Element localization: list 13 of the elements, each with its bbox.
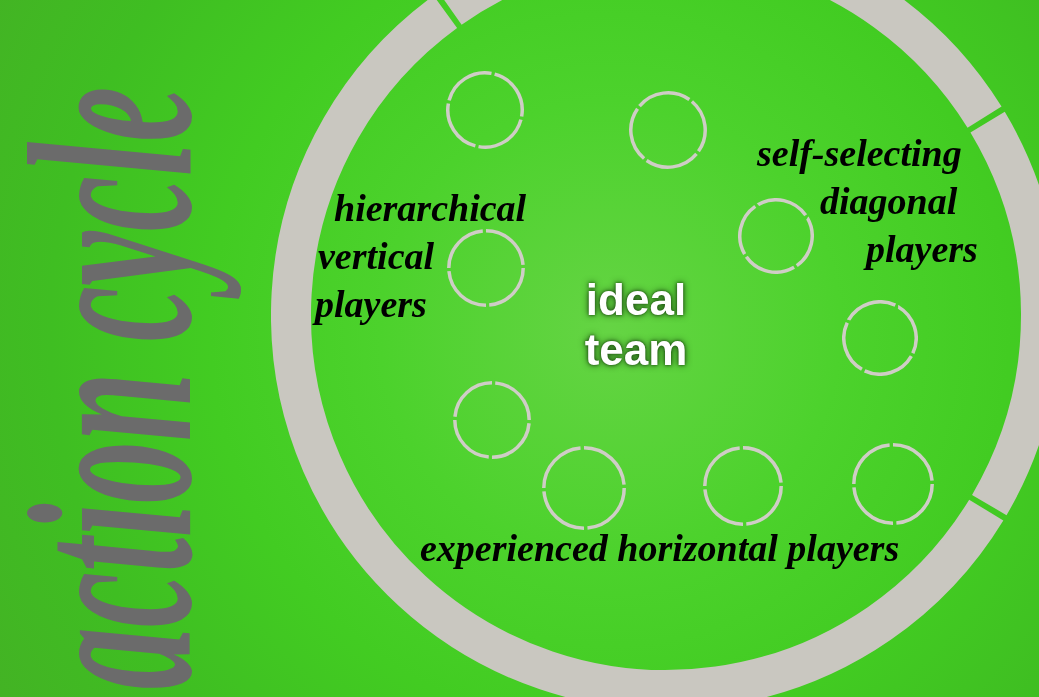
- vertical-title: action cycle: [7, 85, 242, 692]
- circle-outline: [738, 198, 814, 274]
- center-label: ideal team: [583, 275, 689, 375]
- circle-outline: [453, 381, 531, 459]
- circle-outline: [852, 443, 934, 525]
- italic-label: self-selecting diagonal players: [757, 131, 978, 272]
- circle-outline: [703, 446, 783, 526]
- circle-outline: [446, 71, 524, 149]
- italic-label: experienced horizontal players: [420, 526, 900, 571]
- circle-outline: [629, 91, 707, 169]
- circle-outline: [542, 446, 626, 530]
- circle-outline: [842, 300, 918, 376]
- circle-outline: [447, 229, 525, 307]
